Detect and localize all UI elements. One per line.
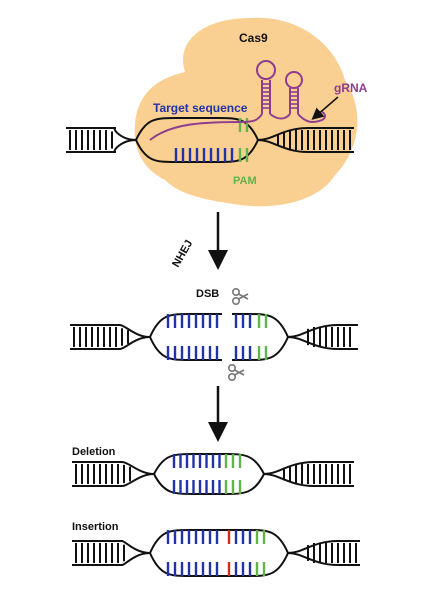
insertion-label: Insertion (72, 521, 119, 533)
dna-strand (71, 539, 151, 554)
dna-strand (72, 473, 155, 487)
grna-loop (256, 60, 276, 80)
target-dna (65, 117, 354, 163)
dna-strand (69, 323, 151, 338)
deletion-dna (72, 453, 354, 495)
dsb-dna (69, 313, 358, 361)
grna-label: gRNA (334, 81, 368, 95)
dna-strand (135, 117, 259, 141)
grna-loop (285, 71, 303, 89)
deletion-label: Deletion (72, 446, 116, 458)
dna-strand (149, 529, 289, 554)
dna-strand (149, 552, 289, 577)
grna-strand (269, 113, 291, 120)
dna-strand (287, 336, 358, 350)
scissors-icon (227, 363, 245, 382)
dna-strand (257, 139, 354, 153)
dna-strand (287, 324, 358, 338)
scissors-icon (231, 287, 249, 306)
cas9-label: Cas9 (239, 31, 268, 45)
target-sequence-label: Target sequence (153, 101, 248, 115)
grna-strand (149, 113, 263, 141)
grna-pointer-arrow (311, 96, 339, 120)
dna-strand (263, 473, 354, 487)
dna-strand (232, 313, 289, 338)
dna-strand (287, 552, 360, 566)
dna-strand (153, 453, 265, 475)
dna-strand (71, 552, 151, 567)
dna-strand (70, 336, 151, 350)
dna-strand (153, 473, 265, 495)
dna-strand (65, 139, 137, 154)
dna-strand (232, 336, 289, 361)
dna-strand (65, 126, 137, 141)
pam-label: PAM (233, 175, 257, 187)
insertion-dna (71, 529, 360, 577)
dsb-label: DSB (196, 288, 219, 300)
nhej-label: NHEJ (170, 238, 195, 269)
dna-strand (72, 461, 155, 475)
